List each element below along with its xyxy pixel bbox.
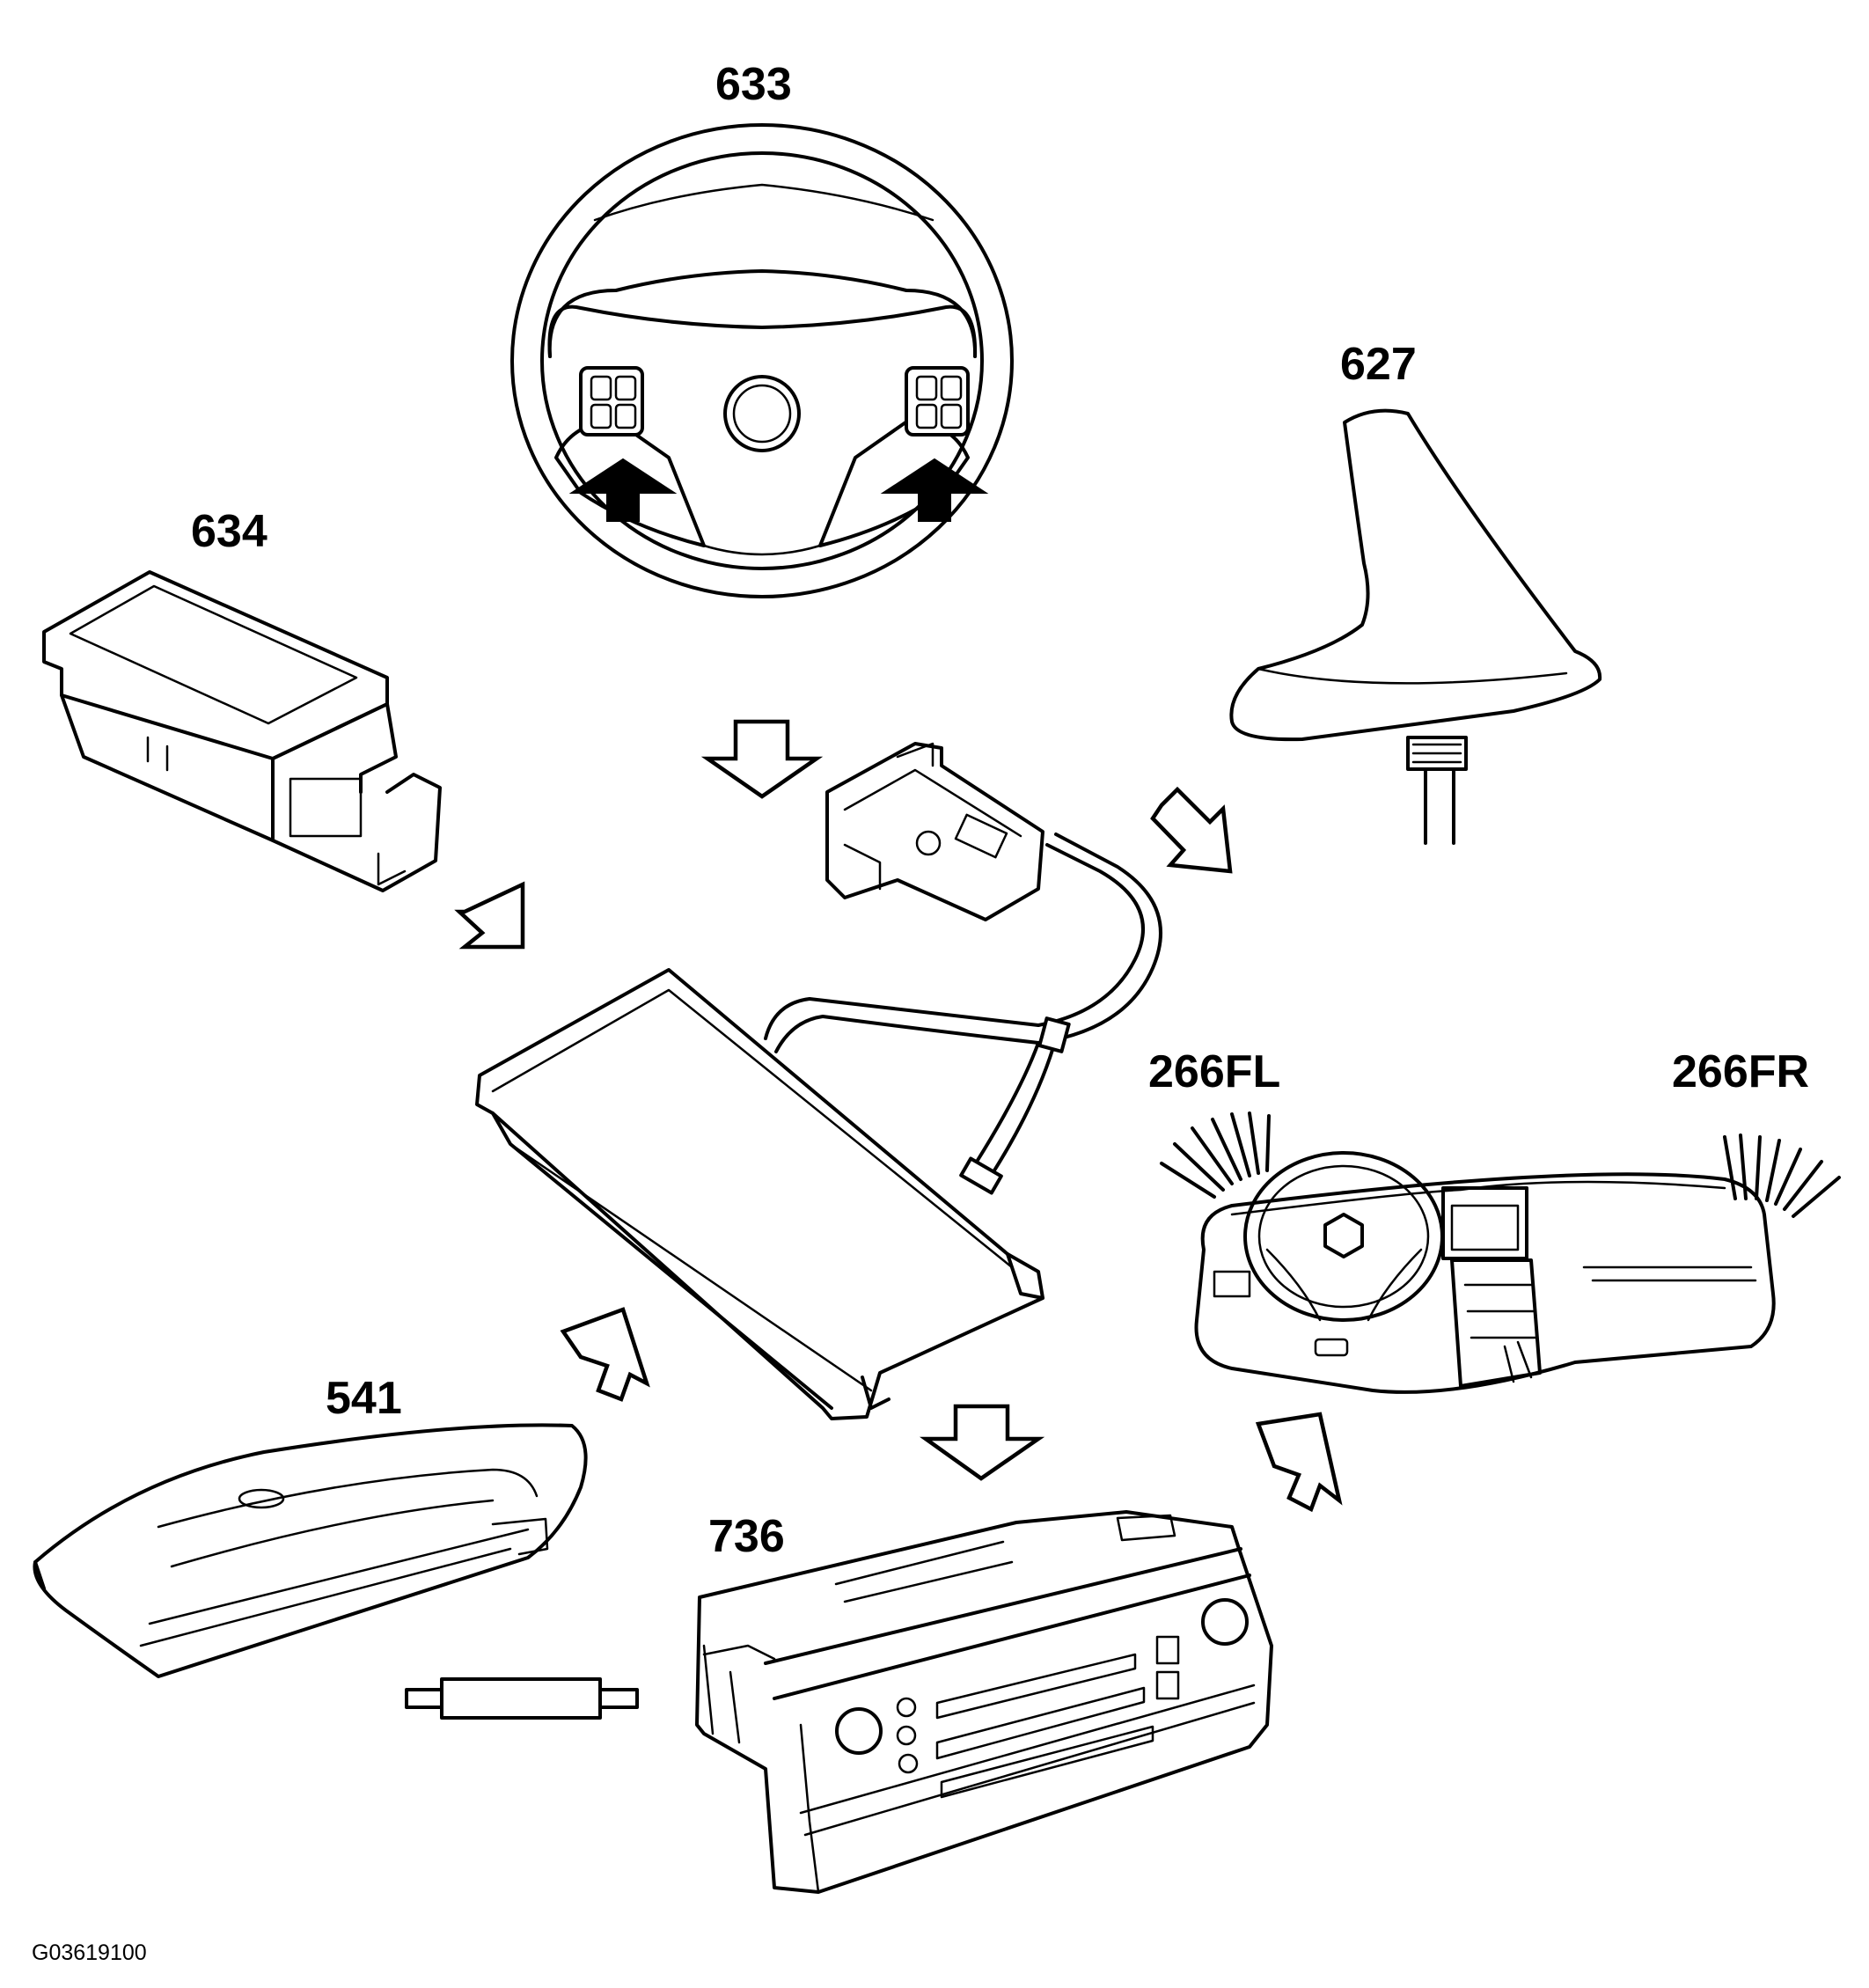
switch-module-634	[42, 570, 442, 892]
label-633: 633	[715, 59, 792, 110]
label-541: 541	[326, 1373, 402, 1424]
arrow-to-266	[1255, 1412, 1343, 1513]
label-627: 627	[1340, 339, 1417, 390]
label-736: 736	[708, 1511, 785, 1562]
arrow-633-to-module	[700, 719, 824, 799]
label-266FL: 266FL	[1148, 1046, 1281, 1097]
label-634: 634	[191, 506, 268, 557]
antenna-627	[1229, 408, 1602, 845]
display-541	[33, 1423, 588, 1678]
dashboard-266	[1160, 1111, 1841, 1394]
arrow-627-to-module	[1150, 786, 1233, 874]
climate-panel-736	[695, 1510, 1273, 1894]
figure-code: G03619100	[32, 1940, 147, 1965]
speaker-266FR-lines	[1723, 1133, 1841, 1218]
steering-wheel-633	[510, 123, 1014, 598]
arrow-541-to-module	[560, 1307, 650, 1402]
label-266FR: 266FR	[1672, 1046, 1810, 1097]
pointer-arrow-left	[568, 458, 678, 522]
arrow-634-to-module	[454, 881, 525, 950]
flow-arrows	[454, 719, 1343, 1513]
harness-connector	[825, 742, 1044, 921]
arrow-module-to-736	[919, 1404, 1045, 1481]
central-module	[475, 833, 1162, 1420]
pointer-arrow-right	[880, 458, 989, 522]
link-bar	[405, 1677, 639, 1720]
speaker-266FL-lines	[1160, 1111, 1271, 1199]
